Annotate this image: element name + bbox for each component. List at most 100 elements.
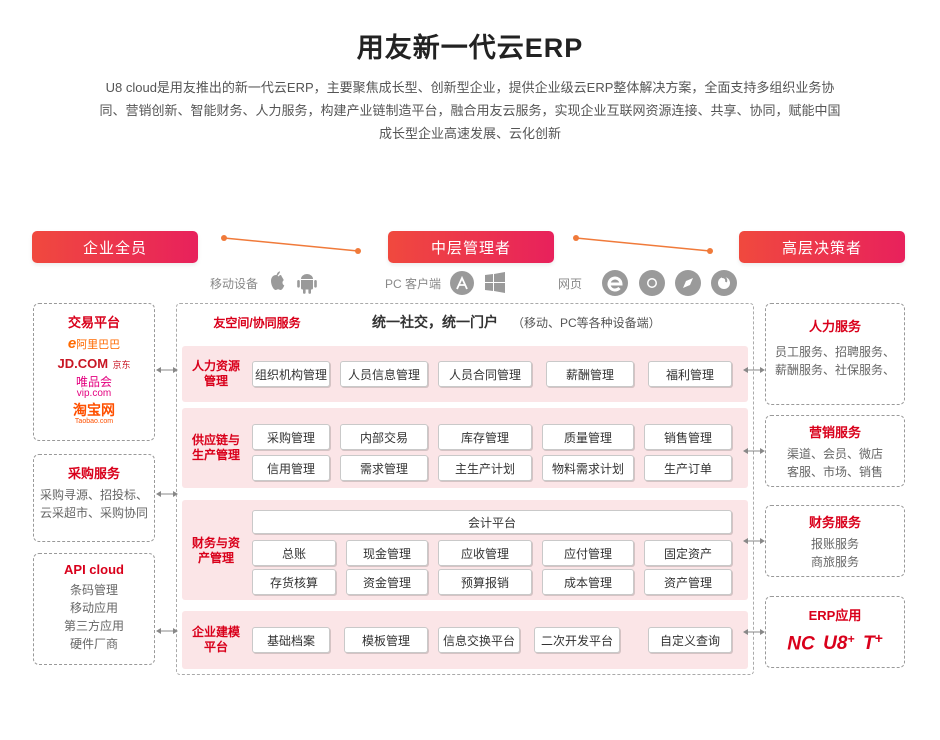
bidirectional-arrow-icon bbox=[156, 628, 178, 634]
general-ledger-module[interactable]: 总账 bbox=[252, 540, 336, 566]
bidirectional-arrow-icon bbox=[743, 538, 765, 544]
api-cloud-line: 第三方应用 bbox=[63, 619, 124, 633]
safari-icon bbox=[674, 269, 702, 297]
credit-module[interactable]: 信用管理 bbox=[252, 455, 330, 481]
custom-query-module[interactable]: 自定义查询 bbox=[648, 627, 732, 653]
windows-icon bbox=[483, 271, 507, 295]
cash-management-module[interactable]: 现金管理 bbox=[346, 540, 428, 566]
bidirectional-arrow-icon bbox=[156, 367, 178, 373]
role-connector-line bbox=[220, 233, 362, 254]
purchase-service-line: 采购寻源、招投标、 bbox=[39, 488, 148, 502]
enterprise-modeling-label: 企业建模平台 bbox=[191, 625, 240, 654]
payables-module[interactable]: 应付管理 bbox=[542, 540, 634, 566]
page-description: U8 cloud是用友推出的新一代云ERP，主要聚焦成长型、创新型企业，提供企业… bbox=[70, 76, 870, 145]
asset-management-module[interactable]: 资产管理 bbox=[644, 569, 732, 595]
u8-logo: U8 bbox=[823, 633, 848, 655]
purchase-service-line: 云采超市、采购协同 bbox=[39, 506, 148, 520]
erp-application-title: ERP应用 bbox=[808, 608, 862, 623]
alibaba-logo: e阿里巴巴 bbox=[67, 335, 121, 352]
bidirectional-arrow-icon bbox=[743, 448, 765, 454]
description-line: U8 cloud是用友推出的新一代云ERP，主要聚焦成长型、创新型企业，提供企业… bbox=[105, 80, 835, 95]
unified-portal-text: 统一社交，统一门户 bbox=[372, 314, 498, 330]
erp-product-logos: NC U8+ T+ bbox=[766, 630, 904, 655]
mrp-module[interactable]: 物料需求计划 bbox=[542, 455, 634, 481]
template-management-module[interactable]: 模板管理 bbox=[344, 627, 428, 653]
cost-management-module[interactable]: 成本管理 bbox=[542, 569, 634, 595]
taobao-logo: 淘宝网 Taobao.com bbox=[73, 402, 115, 425]
device-group-web: 网页 bbox=[558, 268, 738, 298]
supply-chain-label: 供应链与生产管理 bbox=[191, 433, 240, 462]
info-exchange-platform-module[interactable]: 信息交换平台 bbox=[438, 627, 520, 653]
purchase-service-title: 采购服务 bbox=[67, 466, 120, 481]
receivables-module[interactable]: 应收管理 bbox=[438, 540, 532, 566]
api-cloud-line: 移动应用 bbox=[69, 601, 118, 615]
marketing-service-box: 营销服务 渠道、会员、微店 客服、市场、销售 bbox=[765, 415, 905, 487]
hr-management-band: 人力资源管理 组织机构管理 人员信息管理 人员合同管理 薪酬管理 福利管理 bbox=[182, 346, 748, 402]
purchase-service-box: 采购服务 采购寻源、招投标、 云采超市、采购协同 bbox=[33, 454, 155, 542]
role-connector-line bbox=[572, 233, 714, 254]
production-order-module[interactable]: 生产订单 bbox=[644, 455, 732, 481]
marketing-service-line: 客服、市场、销售 bbox=[786, 465, 883, 479]
quality-module[interactable]: 质量管理 bbox=[542, 424, 634, 450]
budget-reimbursement-module[interactable]: 预算报销 bbox=[438, 569, 532, 595]
appstore-icon bbox=[449, 270, 475, 296]
page-title: 用友新一代云ERP bbox=[356, 33, 584, 63]
erp-architecture-frame bbox=[176, 303, 754, 675]
firefox-icon bbox=[710, 269, 738, 297]
device-support-note: （移动、PC等各种设备端） bbox=[512, 315, 661, 330]
device-label-mobile: 移动设备 bbox=[210, 276, 259, 291]
device-label-web: 网页 bbox=[558, 276, 583, 291]
basic-archive-module[interactable]: 基础档案 bbox=[252, 627, 330, 653]
device-label-pc: PC 客户端 bbox=[385, 276, 442, 291]
fixed-assets-module[interactable]: 固定资产 bbox=[644, 540, 732, 566]
finance-service-title: 财务服务 bbox=[808, 515, 861, 530]
inventory-accounting-module[interactable]: 存货核算 bbox=[252, 569, 336, 595]
finance-service-line: 商旅服务 bbox=[810, 555, 859, 569]
personnel-contract-module[interactable]: 人员合同管理 bbox=[438, 361, 532, 387]
t-plus-logo: T bbox=[862, 633, 875, 655]
bidirectional-arrow-icon bbox=[156, 491, 178, 497]
chrome-icon bbox=[638, 269, 666, 297]
marketing-service-line: 渠道、会员、微店 bbox=[786, 447, 883, 461]
role-senior-decision-maker: 高层决策者 bbox=[739, 231, 905, 263]
device-group-mobile: 移动设备 bbox=[210, 268, 318, 298]
vip-logo: 唯品会 vip.com bbox=[75, 375, 112, 399]
hr-service-line: 薪酬服务、社保服务、 bbox=[774, 363, 895, 377]
welfare-module[interactable]: 福利管理 bbox=[648, 361, 732, 387]
payroll-module[interactable]: 薪酬管理 bbox=[546, 361, 634, 387]
sales-module[interactable]: 销售管理 bbox=[644, 424, 732, 450]
inventory-module[interactable]: 库存管理 bbox=[438, 424, 532, 450]
finance-asset-label: 财务与资产管理 bbox=[191, 536, 240, 565]
jd-logo: JD.COM 京东 bbox=[57, 356, 131, 371]
api-cloud-box: API cloud 条码管理 移动应用 第三方应用 硬件厂商 bbox=[33, 553, 155, 665]
collaboration-label: 友空间/协同服务 bbox=[213, 315, 301, 330]
nc-logo: NC bbox=[787, 633, 815, 655]
hr-management-label: 人力资源管理 bbox=[191, 359, 240, 388]
secondary-dev-platform-module[interactable]: 二次开发平台 bbox=[534, 627, 620, 653]
hr-service-line: 员工服务、招聘服务、 bbox=[774, 345, 895, 359]
demand-module[interactable]: 需求管理 bbox=[340, 455, 428, 481]
role-middle-manager: 中层管理者 bbox=[388, 231, 554, 263]
description-line: 成长型企业高速发展、云化创新 bbox=[378, 126, 561, 141]
trade-platform-box: 交易平台 e阿里巴巴 JD.COM 京东 唯品会 vip.com 淘宝网 Tao… bbox=[33, 303, 155, 441]
hr-service-title: 人力服务 bbox=[808, 319, 861, 334]
device-group-pc: PC 客户端 bbox=[385, 268, 507, 298]
purchase-module[interactable]: 采购管理 bbox=[252, 424, 330, 450]
api-cloud-line: 硬件厂商 bbox=[69, 637, 118, 651]
bidirectional-arrow-icon bbox=[743, 629, 765, 635]
master-production-plan-module[interactable]: 主生产计划 bbox=[438, 455, 532, 481]
ie-icon bbox=[600, 268, 630, 298]
enterprise-modeling-band: 企业建模平台 基础档案 模板管理 信息交换平台 二次开发平台 自定义查询 bbox=[182, 611, 748, 669]
personnel-info-module[interactable]: 人员信息管理 bbox=[340, 361, 428, 387]
role-all-staff: 企业全员 bbox=[32, 231, 198, 263]
internal-trade-module[interactable]: 内部交易 bbox=[340, 424, 428, 450]
api-cloud-line: 条码管理 bbox=[69, 583, 118, 597]
t-plus-mark: + bbox=[874, 630, 883, 646]
org-structure-module[interactable]: 组织机构管理 bbox=[252, 361, 330, 387]
accounting-platform-module[interactable]: 会计平台 bbox=[252, 510, 732, 534]
u8-plus-mark: + bbox=[847, 632, 855, 646]
finance-service-line: 报账服务 bbox=[810, 537, 859, 551]
apple-icon bbox=[266, 271, 288, 295]
fund-management-module[interactable]: 资金管理 bbox=[346, 569, 428, 595]
collaboration-row: 友空间/协同服务 统一社交，统一门户 （移动、PC等各种设备端） bbox=[182, 307, 748, 337]
